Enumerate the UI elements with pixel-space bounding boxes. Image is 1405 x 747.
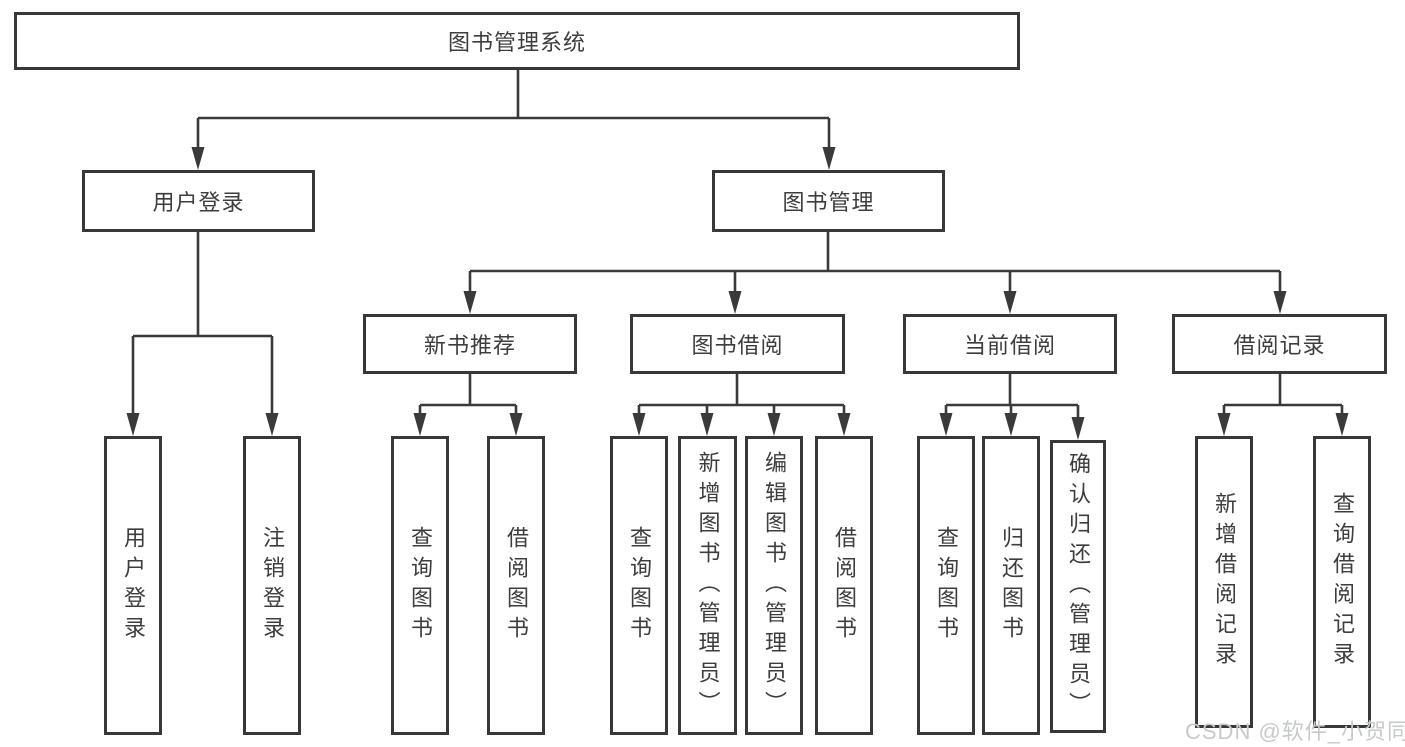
leaf-borrow-books-newbook: 借阅图书	[487, 436, 545, 735]
leaf-user-login-label: 用户登录	[121, 525, 146, 646]
leaf-add-books-admin-label: 新增图书（管理员）	[695, 450, 721, 721]
leaf-user-login: 用户登录	[104, 436, 162, 735]
leaf-query-books-current: 查询图书	[917, 436, 975, 735]
leaf-return-books: 归还图书	[982, 436, 1040, 735]
node-book-management: 图书管理	[712, 170, 945, 232]
leaf-query-books-newbook-label: 查询图书	[408, 525, 433, 646]
leaf-logout-login: 注销登录	[243, 436, 301, 735]
leaf-add-borrow-record-label: 新增借阅记录	[1212, 492, 1237, 672]
leaf-edit-books-admin: 编辑图书（管理员）	[745, 436, 803, 735]
node-borrow-records: 借阅记录	[1172, 314, 1387, 374]
leaf-add-books-admin: 新增图书（管理员）	[678, 436, 737, 735]
leaf-query-borrow-record-label: 查询借阅记录	[1330, 492, 1355, 672]
leaf-query-borrow-record: 查询借阅记录	[1313, 436, 1371, 728]
node-user-login: 用户登录	[82, 170, 315, 232]
leaf-query-books-borrowing: 查询图书	[610, 436, 668, 735]
leaf-confirm-return-admin: 确认归还（管理员）	[1050, 440, 1106, 733]
leaf-logout-login-label: 注销登录	[260, 525, 285, 646]
leaf-query-books-borrowing-label: 查询图书	[627, 525, 652, 646]
leaf-add-borrow-record: 新增借阅记录	[1195, 436, 1253, 728]
leaf-query-books-current-label: 查询图书	[934, 525, 959, 646]
node-book-borrowing: 图书借阅	[630, 314, 845, 374]
leaf-edit-books-admin-label: 编辑图书（管理员）	[762, 450, 787, 721]
leaf-borrow-books-newbook-label: 借阅图书	[504, 525, 529, 646]
leaf-borrow-books-borrowing-label: 借阅图书	[832, 525, 857, 646]
csdn-watermark: CSDN @软件_小贺同学	[1185, 719, 1405, 744]
leaf-query-books-newbook: 查询图书	[391, 436, 449, 735]
leaf-return-books-label: 归还图书	[999, 525, 1024, 646]
node-current-borrowing: 当前借阅	[903, 314, 1117, 374]
leaf-borrow-books-borrowing: 借阅图书	[815, 436, 873, 735]
node-new-book-recommend: 新书推荐	[363, 314, 577, 374]
node-library-management-system: 图书管理系统	[14, 12, 1020, 70]
leaf-confirm-return-admin-label: 确认归还（管理员）	[1066, 451, 1091, 722]
